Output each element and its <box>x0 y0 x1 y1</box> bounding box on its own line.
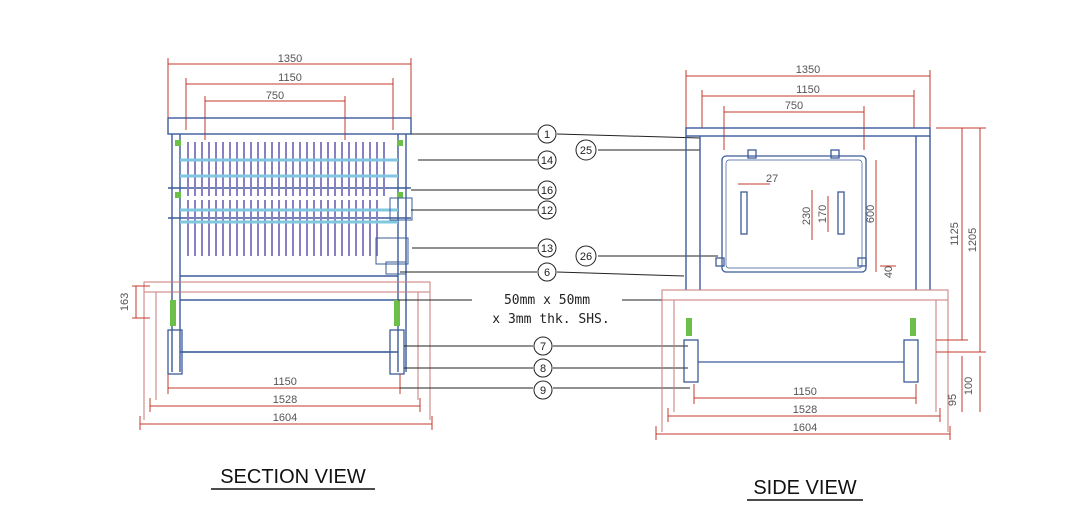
section-dim-163: 163 <box>119 293 131 311</box>
callout-13: 13 <box>541 243 553 255</box>
side-dim-95: 95 <box>947 394 959 406</box>
section-left-dimension <box>132 285 150 319</box>
callout-bubbles <box>533 124 597 400</box>
section-grid-lower <box>187 200 378 256</box>
side-dim-750: 750 <box>785 100 803 112</box>
callout-8: 8 <box>540 363 546 375</box>
leader-lines <box>398 133 718 389</box>
side-dim-100: 100 <box>963 377 975 395</box>
side-dim-1350: 1350 <box>796 64 820 76</box>
callout-9: 9 <box>540 385 546 397</box>
callout-12: 12 <box>541 205 553 217</box>
section-dim-bottom-1150: 1150 <box>273 376 297 388</box>
callout-25: 25 <box>580 145 592 157</box>
side-dim-600: 600 <box>865 205 877 223</box>
callout-7: 7 <box>540 341 546 353</box>
section-rails <box>180 158 398 224</box>
section-accents <box>170 140 403 326</box>
section-bottom-dimensions <box>139 374 433 430</box>
section-legs <box>167 329 405 375</box>
side-dim-1125: 1125 <box>949 222 961 246</box>
section-dim-1350: 1350 <box>278 53 302 65</box>
section-grid-upper <box>187 142 385 196</box>
side-dim-1150: 1150 <box>796 84 820 96</box>
side-dim-1205: 1205 <box>967 228 979 252</box>
side-dim-bottom-1150: 1150 <box>793 386 817 398</box>
section-mechanism <box>375 197 413 275</box>
side-top-dimensions <box>685 70 931 150</box>
section-top-dimensions <box>167 58 412 140</box>
side-base <box>661 289 949 432</box>
section-dim-bottom-1604: 1604 <box>273 412 297 424</box>
side-legs <box>683 339 919 383</box>
side-dim-bottom-1604: 1604 <box>793 422 817 434</box>
side-right-dimensions <box>936 127 986 412</box>
shs-note-line1: 50mm x 50mm <box>504 293 590 308</box>
section-view-title: SECTION VIEW <box>220 466 366 488</box>
side-view-title: SIDE VIEW <box>753 477 856 499</box>
side-dim-170: 170 <box>817 205 829 223</box>
side-view: 1350 1150 750 27 230 <box>655 64 986 501</box>
side-dim-27: 27 <box>766 173 778 185</box>
callout-1: 1 <box>544 129 550 141</box>
callout-6: 6 <box>544 267 550 279</box>
side-dim-40: 40 <box>883 266 895 278</box>
side-dim-230: 230 <box>801 207 813 225</box>
side-door <box>715 149 867 273</box>
side-frame <box>685 127 931 290</box>
section-frame <box>167 117 412 372</box>
callout-16: 16 <box>541 185 553 197</box>
section-dim-1150: 1150 <box>278 72 302 84</box>
section-dim-750: 750 <box>266 90 284 102</box>
shs-note-line2: x 3mm thk. SHS. <box>492 312 609 327</box>
section-dim-bottom-1528: 1528 <box>273 394 297 406</box>
callout-14: 14 <box>541 155 553 167</box>
callout-26: 26 <box>580 251 592 263</box>
side-foot-accents <box>686 318 916 336</box>
side-dim-bottom-1528: 1528 <box>793 404 817 416</box>
section-view: 1350 1150 750 <box>119 53 433 490</box>
side-bottom-dimensions <box>655 384 951 440</box>
side-door-dimensions <box>738 160 896 272</box>
